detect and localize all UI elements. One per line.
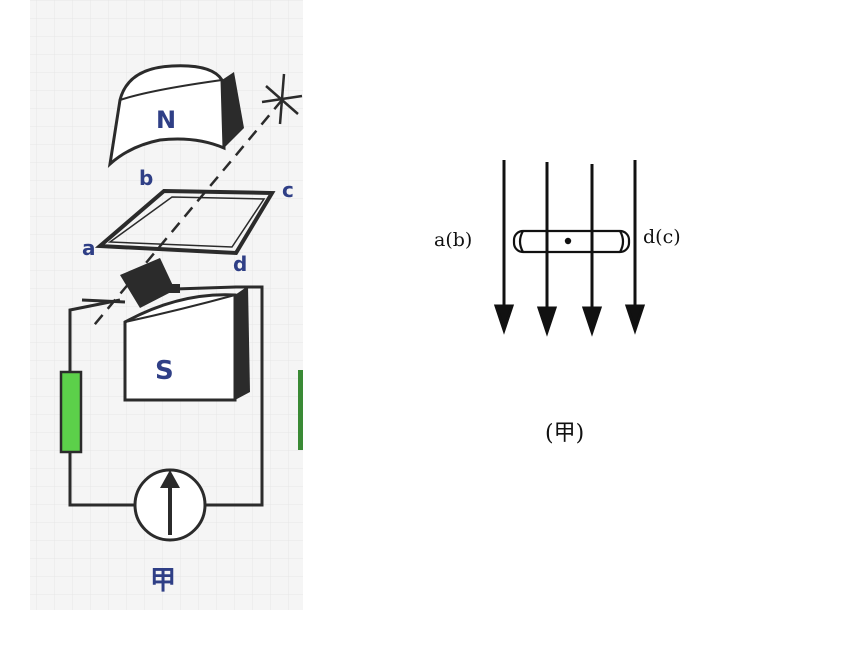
rotation-axis — [89, 73, 303, 331]
circuit-wires — [68, 285, 264, 507]
corner-label-a: a — [82, 236, 96, 260]
right-caption: (甲) — [545, 421, 585, 446]
north-pole-label: N — [156, 106, 177, 134]
resistor-edge — [298, 370, 303, 450]
left-caption: 甲 — [150, 566, 177, 596]
corner-label-d: d — [233, 252, 248, 276]
coil-cross-section — [512, 229, 631, 254]
coil — [94, 188, 276, 256]
corner-label-c: c — [282, 178, 294, 202]
south-pole-label: S — [155, 356, 174, 386]
galvanometer — [133, 468, 207, 542]
south-magnet — [123, 286, 250, 402]
north-magnet — [107, 64, 244, 168]
slip-ring — [81, 258, 237, 308]
right-side-label: d(c) — [643, 226, 681, 248]
resistor — [59, 370, 83, 454]
corner-label-b: b — [139, 166, 154, 190]
left-side-label: a(b) — [434, 229, 473, 251]
field-lines — [493, 160, 646, 337]
